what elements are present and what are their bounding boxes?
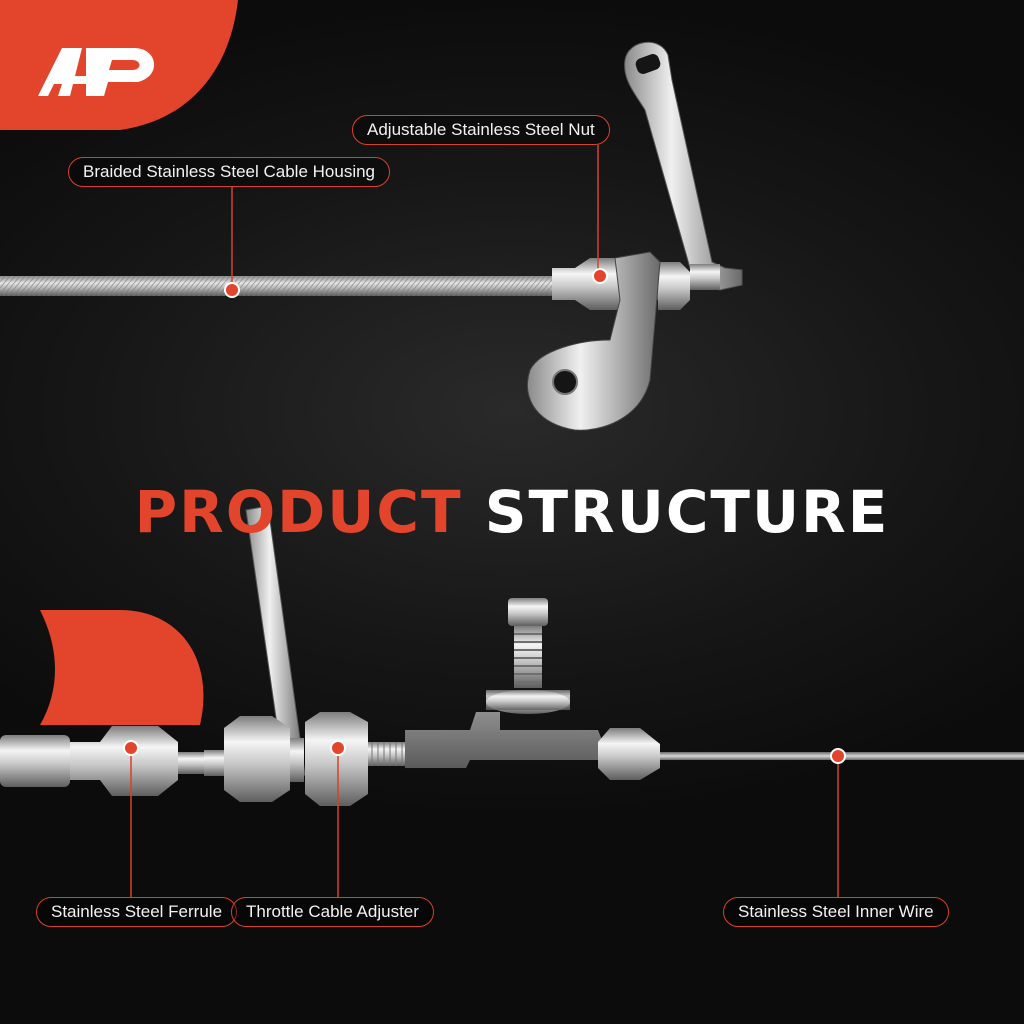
callout-leaders [130,145,839,898]
nut-marker [592,268,608,284]
callout-ferrule: Stainless Steel Ferrule [36,897,238,927]
brand-logo-block [0,0,238,130]
callout-braided-housing: Braided Stainless Steel Cable Housing [68,157,391,187]
headline-word-structure: STRUCTURE [484,478,890,546]
upper-cable-assembly [0,41,743,431]
callout-inner-wire: Stainless Steel Inner Wire [723,897,949,927]
ap-logo-icon [38,48,155,96]
headline: PRODUCT STRUCTURE [0,478,1024,546]
headline-word-product: PRODUCT [134,478,463,546]
housing-marker [224,282,240,298]
callout-throttle-adjuster: Throttle Cable Adjuster [231,897,434,927]
ferrule-marker [123,740,139,756]
adjuster-marker [330,740,346,756]
accent-shape [40,610,204,725]
callout-adjustable-nut: Adjustable Stainless Steel Nut [352,115,610,145]
inner-wire-marker [830,748,846,764]
